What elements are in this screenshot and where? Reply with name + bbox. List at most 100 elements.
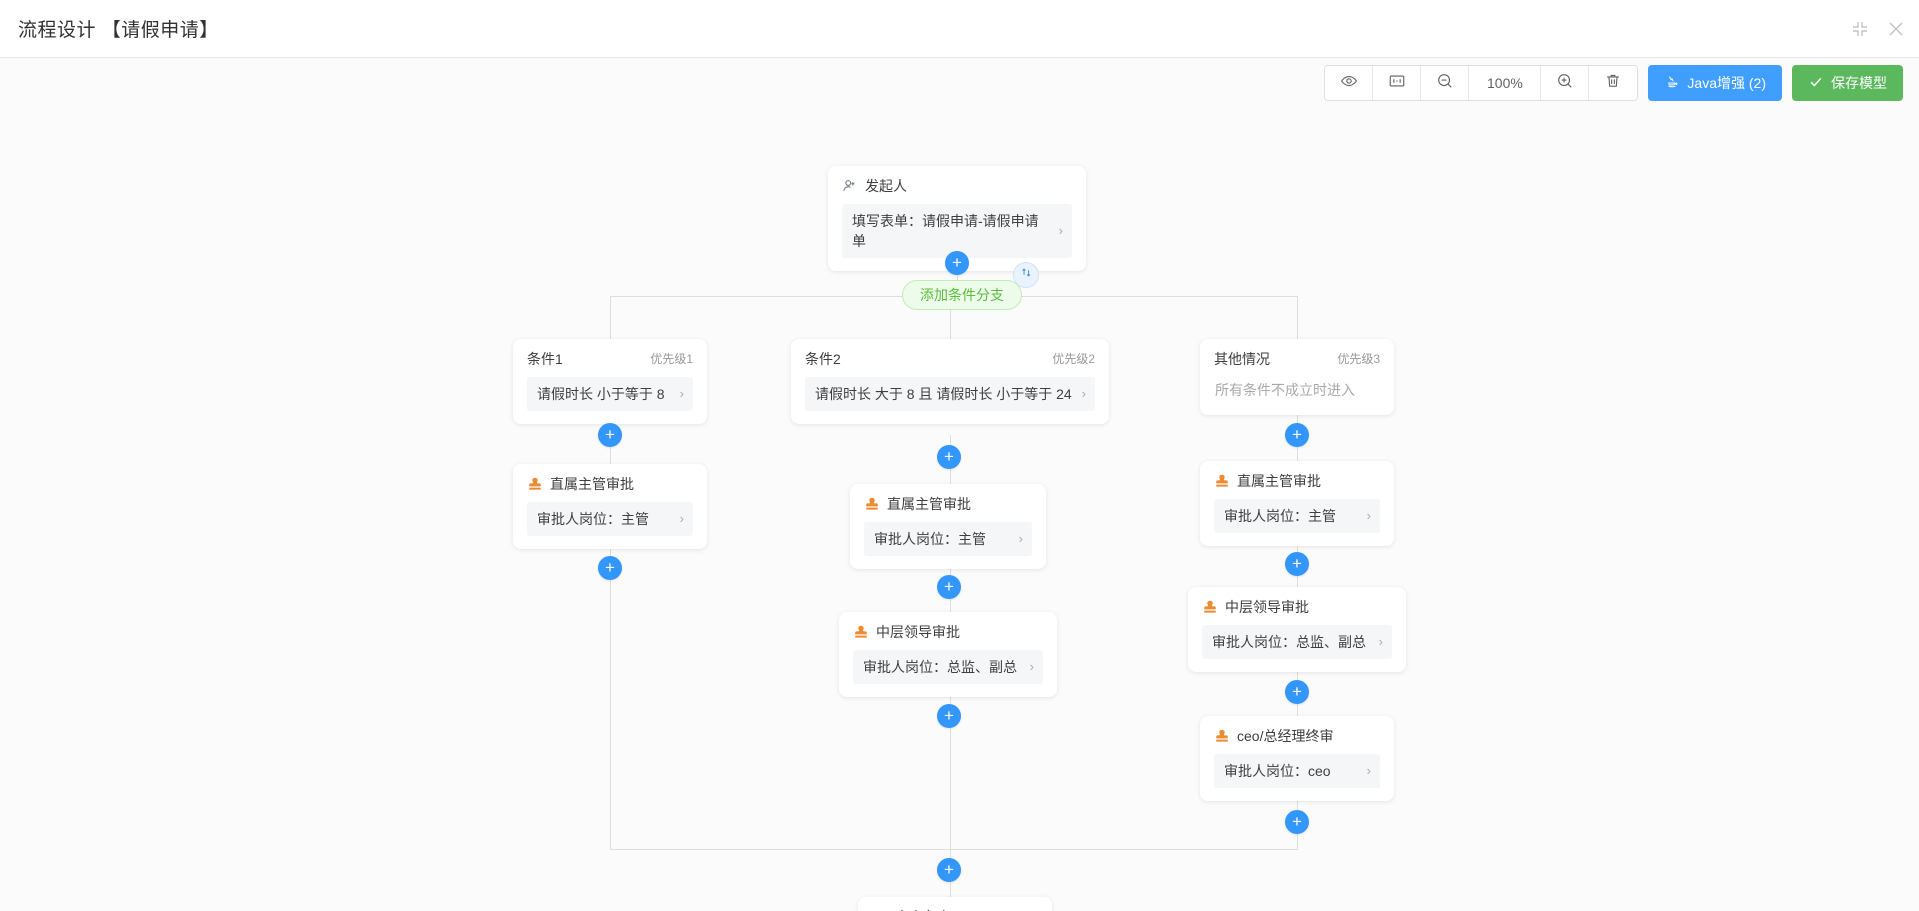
zoom-out-button[interactable] — [1421, 66, 1470, 100]
node-title: 条件2 — [805, 351, 841, 367]
add-node-button-b3-1[interactable]: + — [1285, 423, 1309, 447]
stamp-icon — [864, 496, 880, 512]
fit-screen-icon — [1388, 72, 1406, 95]
delete-button[interactable] — [1589, 66, 1638, 100]
node-assignee-row[interactable]: 审批人岗位：ceo › — [1214, 754, 1380, 788]
check-icon — [1808, 74, 1824, 93]
node-assignee-row[interactable]: 审批人岗位：主管 › — [864, 522, 1032, 556]
add-node-button-b3-2[interactable]: + — [1285, 552, 1309, 576]
priority-label: 优先级2 — [1052, 352, 1095, 366]
node-header: 人事备案 — [872, 908, 1038, 911]
add-node-button-b3-3[interactable]: + — [1285, 680, 1309, 704]
node-assignee-text: 审批人岗位：主管 — [1224, 508, 1336, 524]
node-title: 直属主管审批 — [887, 496, 971, 512]
canvas-toolbar: 100% Java增强 (2 — [1324, 65, 1903, 101]
java-enhance-label: Java增强 (2) — [1687, 75, 1766, 91]
chevron-right-icon: › — [679, 386, 684, 401]
node-form-row[interactable]: 填写表单：请假申请-请假申请单 › — [842, 204, 1072, 258]
add-node-button-b2-1[interactable]: + — [937, 445, 961, 469]
connector-b1-2 — [610, 543, 611, 849]
add-node-button-b1-1[interactable]: + — [598, 423, 622, 447]
preview-button[interactable] — [1325, 66, 1374, 100]
connector-start-to-branch — [957, 244, 958, 310]
flow-stage: 发起人 填写表单：请假申请-请假申请单 › + 添加条件分支 条件1 优先级1 … — [0, 58, 1919, 911]
add-node-button-b3-4[interactable]: + — [1285, 810, 1309, 834]
node-header: 直属主管审批 — [527, 475, 693, 493]
node-assignee-text: 审批人岗位：总监、副总 — [1212, 634, 1366, 650]
add-node-button-b2-2[interactable]: + — [937, 575, 961, 599]
node-condition-1[interactable]: 条件1 优先级1 请假时长 小于等于 8 › — [513, 339, 707, 424]
page-title: 流程设计 【请假申请】 — [18, 20, 219, 41]
node-condition-row[interactable]: 请假时长 大于 8 且 请假时长 小于等于 24 › — [805, 377, 1095, 411]
java-icon — [1664, 74, 1680, 93]
add-node-button-b1-2[interactable]: + — [598, 556, 622, 580]
node-approval-b1-1[interactable]: 直属主管审批 审批人岗位：主管 › — [513, 464, 707, 549]
node-condition-text: 请假时长 大于 8 且 请假时长 小于等于 24 — [815, 386, 1072, 402]
chevron-right-icon: › — [679, 511, 684, 526]
add-condition-branch-button[interactable]: 添加条件分支 — [902, 280, 1022, 310]
priority-label: 优先级1 — [650, 352, 693, 366]
stamp-icon — [853, 624, 869, 640]
node-condition-row[interactable]: 请假时长 小于等于 8 › — [527, 377, 693, 411]
stamp-icon — [1202, 599, 1218, 615]
node-title: 中层领导审批 — [876, 624, 960, 640]
zoom-in-button[interactable] — [1541, 66, 1590, 100]
node-approval-b3-3[interactable]: ceo/总经理终审 审批人岗位：ceo › — [1200, 716, 1394, 801]
node-title: 直属主管审批 — [1237, 473, 1321, 489]
node-title: 其他情况 — [1214, 351, 1270, 367]
node-approval-b3-1[interactable]: 直属主管审批 审批人岗位：主管 › — [1200, 461, 1394, 546]
chevron-right-icon: › — [1378, 634, 1383, 649]
node-condition-text: 请假时长 小于等于 8 — [537, 386, 665, 402]
node-approval-b2-2[interactable]: 中层领导审批 审批人岗位：总监、副总 › — [839, 612, 1057, 697]
compress-icon[interactable] — [1851, 20, 1869, 38]
window-controls — [1851, 20, 1905, 38]
node-header: 条件2 优先级2 — [805, 350, 1095, 368]
user-add-icon — [842, 178, 858, 194]
chevron-right-icon: › — [1366, 763, 1371, 778]
node-condition-row[interactable]: 所有条件不成立时进入 — [1214, 377, 1380, 402]
connector-b2-3 — [950, 690, 951, 849]
node-assignee-text: 审批人岗位：总监、副总 — [863, 659, 1017, 675]
stamp-icon — [527, 476, 543, 492]
branch-sort-button[interactable] — [1013, 262, 1039, 288]
branch-drop-left — [610, 296, 611, 340]
node-assignee-row[interactable]: 审批人岗位：主管 › — [1214, 499, 1380, 533]
stamp-icon — [1214, 473, 1230, 489]
save-model-button[interactable]: 保存模型 — [1792, 65, 1903, 101]
node-condition-2[interactable]: 条件2 优先级2 请假时长 大于 8 且 请假时长 小于等于 24 › — [791, 339, 1109, 424]
node-title: 条件1 — [527, 351, 563, 367]
node-header: 条件1 优先级1 — [527, 350, 693, 368]
node-header: 中层领导审批 — [853, 623, 1043, 641]
window-titlebar: 流程设计 【请假申请】 — [0, 0, 1919, 58]
stamp-icon — [1214, 728, 1230, 744]
toolbar-button-group: 100% — [1324, 65, 1639, 101]
node-approval-b2-1[interactable]: 直属主管审批 审批人岗位：主管 › — [850, 484, 1046, 569]
branch-drop-right — [1297, 296, 1298, 340]
zoom-out-icon — [1436, 72, 1454, 95]
node-condition-3[interactable]: 其他情况 优先级3 所有条件不成立时进入 — [1200, 339, 1394, 415]
node-header: 发起人 — [842, 177, 1072, 195]
node-start[interactable]: 发起人 填写表单：请假申请-请假申请单 › — [828, 166, 1086, 271]
node-end[interactable]: 人事备案 审批人岗位：人事 › — [858, 897, 1052, 911]
node-form-text: 填写表单：请假申请-请假申请单 — [852, 213, 1039, 249]
add-condition-branch-label: 添加条件分支 — [920, 287, 1004, 303]
add-node-button-start[interactable]: + — [945, 251, 969, 275]
node-header: 其他情况 优先级3 — [1214, 350, 1380, 368]
add-node-button-b2-3[interactable]: + — [937, 704, 961, 728]
node-header: 直属主管审批 — [1214, 472, 1380, 490]
node-assignee-row[interactable]: 审批人岗位：总监、副总 › — [853, 650, 1043, 684]
chevron-right-icon: › — [1366, 508, 1371, 523]
add-node-button-end[interactable]: + — [937, 858, 961, 882]
eye-icon — [1340, 72, 1358, 95]
flow-canvas[interactable]: 发起人 填写表单：请假申请-请假申请单 › + 添加条件分支 条件1 优先级1 … — [0, 58, 1919, 911]
node-assignee-row[interactable]: 审批人岗位：主管 › — [527, 502, 693, 536]
chevron-right-icon: › — [1018, 531, 1023, 546]
node-title: 人事备案 — [895, 908, 951, 911]
close-icon[interactable] — [1887, 20, 1905, 38]
zoom-level[interactable]: 100% — [1469, 66, 1542, 100]
node-condition-text: 所有条件不成立时进入 — [1215, 382, 1355, 398]
java-enhance-button[interactable]: Java增强 (2) — [1648, 65, 1782, 101]
node-approval-b3-2[interactable]: 中层领导审批 审批人岗位：总监、副总 › — [1188, 587, 1406, 672]
node-assignee-row[interactable]: 审批人岗位：总监、副总 › — [1202, 625, 1392, 659]
fit-screen-button[interactable] — [1373, 66, 1422, 100]
